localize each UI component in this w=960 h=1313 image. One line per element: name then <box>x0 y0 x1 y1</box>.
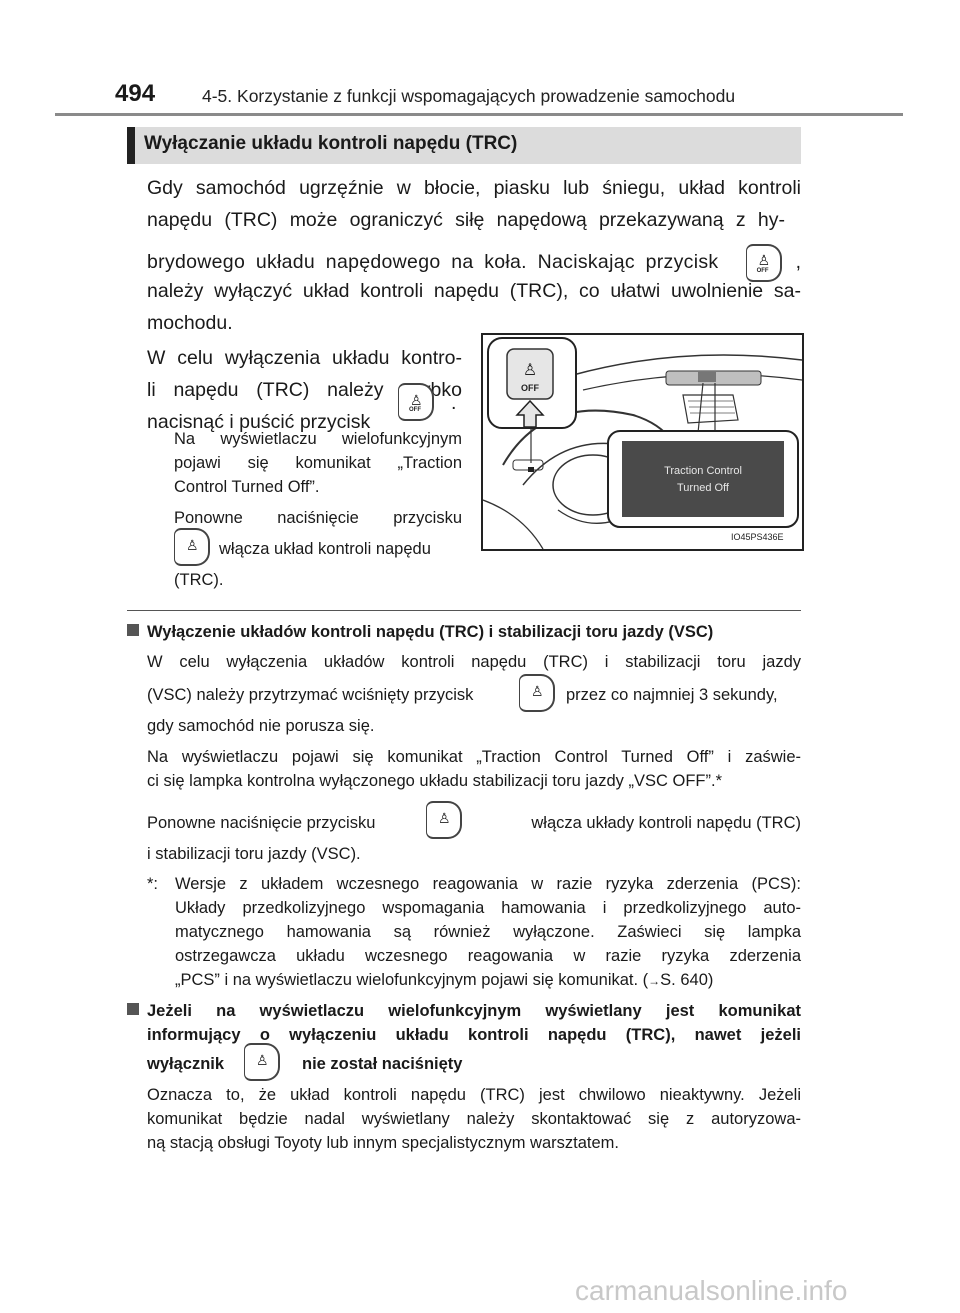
sub1-p2-line-2: ci się lampka kontrolna wyłączonego ukła… <box>147 772 722 790</box>
sub1-p3-button-wrap: ♙ <box>426 801 462 839</box>
trc-off-button-icon: ♙ <box>426 801 462 839</box>
steps-line-3-text: nacisnąć i puścić przycisk <box>147 411 371 434</box>
square-bullet-icon <box>127 1003 139 1015</box>
header-divider <box>55 113 903 116</box>
section-title-marker <box>127 127 135 164</box>
trc-off-button-icon: ♙OFF <box>398 383 434 421</box>
display-message-line-1: Traction Control <box>664 465 742 477</box>
dashboard-illustration: ♙ OFF Traction Control Turned Off <box>481 333 804 551</box>
intro-line-3: brydowego układu napędowego na koła. Nac… <box>147 244 801 282</box>
trc-off-button-icon: ♙ <box>519 674 555 712</box>
display-message-line-2: Turned Off <box>677 482 730 494</box>
page-reference-link[interactable]: S. 640) <box>660 971 714 989</box>
sub1-p3-line-1b: włącza układy kontroli napędu (TRC) <box>531 814 801 832</box>
footnote-line-1: Wersje z układem wczesnego reagowania w … <box>175 875 801 893</box>
intro-line-5: mochodu. <box>147 312 233 334</box>
svg-text:♙: ♙ <box>523 360 537 379</box>
footnote-line-3: matycznego hamowania są również wyłączon… <box>175 923 801 941</box>
square-bullet-icon <box>127 624 139 636</box>
steps-line-3-period: . <box>451 392 457 414</box>
illustration-code: IO45PS436E <box>731 532 784 542</box>
sub2-p-line-1: Oznacza to, że układ kontroli napędu (TR… <box>147 1086 801 1104</box>
section-divider <box>127 610 801 611</box>
trc-off-button-icon: ♙ <box>174 528 210 566</box>
sub1-p1-line-2a: (VSC) należy przytrzymać wciśnięty przyc… <box>147 686 474 704</box>
sub1-p1-line-1: W celu wyłączenia układów kontroli napęd… <box>147 653 801 671</box>
dashboard-drawing: ♙ OFF Traction Control Turned Off <box>483 337 802 549</box>
sub1-p1-line-2b: przez co najmniej 3 sekundy, <box>566 686 778 704</box>
steps-again-3: (TRC). <box>174 571 224 589</box>
sub1-p1-line-3: gdy samochód nie porusza się. <box>147 717 375 735</box>
intro-line-3-text: brydowego układu napędowego na koła. Nac… <box>147 251 719 274</box>
steps-again-2: włącza układ kontroli napędu <box>219 540 431 558</box>
arrow-right-icon: → <box>648 974 661 988</box>
section-title: Wyłączanie układu kontroli napędu (TRC) <box>144 133 518 154</box>
sub2-title-line-3a: wyłącznik <box>147 1055 225 1073</box>
steps-line-2: li napędu (TRC) należy szybko <box>147 379 462 401</box>
footnote-line-5: „PCS” i na wyświetlaczu wielofunkcyjnym … <box>175 972 713 989</box>
intro-line-3-comma: , <box>795 251 801 274</box>
sub2-button-wrap: ♙ <box>244 1043 280 1081</box>
sub2-title-line-1: Jeżeli na wyświetlaczu wielofunkcyjnym w… <box>147 1002 801 1020</box>
steps-line-1: W celu wyłączenia układu kontro- <box>147 347 462 369</box>
steps-again-1: Ponowne naciśnięcie przycisku <box>174 509 462 527</box>
footnote-line-2: Układy przedkolizyjnego wspomagania hamo… <box>175 899 801 917</box>
footnote-line-5-text: „PCS” i na wyświetlaczu wielofunkcyjnym … <box>175 971 649 989</box>
sub1-button-wrap: ♙ <box>519 674 555 712</box>
trc-off-button-icon: ♙OFF <box>745 244 782 282</box>
steps-note-3: Control Turned Off”. <box>174 478 320 496</box>
sub2-title-line-1-wrap <box>127 1003 147 1020</box>
sub2-p-line-2: komunikat będzie nadal wyświetlany należ… <box>147 1110 801 1128</box>
steps-button-wrap: ♙OFF <box>398 383 434 421</box>
sub2-p-line-3: ną stacją obsługi Toyoty lub innym specj… <box>147 1134 619 1152</box>
steps-note-1: Na wyświetlaczu wielofunkcyjnym <box>174 430 462 448</box>
chapter-title: 4-5. Korzystanie z funkcji wspomagającyc… <box>202 86 736 106</box>
intro-line-1: Gdy samochód ugrzęźnie w błocie, piasku … <box>147 177 801 199</box>
sub1-p2-line-1: Na wyświetlaczu pojawi się komunikat „Tr… <box>147 748 801 766</box>
footnote-mark: *: <box>147 875 159 893</box>
subsection-1-title: Wyłączenie układów kontroli napędu (TRC)… <box>127 624 713 641</box>
callout-off-label: OFF <box>521 383 539 393</box>
footnote-line-4: ostrzegawcza układu wczesnego reagowania… <box>175 947 801 965</box>
sub1-p3-line-2: i stabilizacji toru jazdy (VSC). <box>147 845 361 863</box>
sub2-title-line-3b: nie został naciśnięty <box>302 1055 463 1073</box>
subsection-1-title-text: Wyłączenie układów kontroli napędu (TRC)… <box>147 623 714 641</box>
section-title-bar <box>127 127 801 164</box>
steps-line-3: nacisnąć i puścić przycisk <box>147 390 370 432</box>
trc-off-button-icon: ♙ <box>244 1043 280 1081</box>
steps-again-button-wrap: ♙ <box>174 528 210 566</box>
steps-note-2: pojawi się komunikat „Traction <box>174 454 462 472</box>
page-number: 494 <box>115 80 156 107</box>
sub2-title-line-2: informujący o wyłączeniu układu kontroli… <box>147 1026 801 1044</box>
intro-line-2: napędu (TRC) może ograniczyć siłę napędo… <box>147 209 785 231</box>
intro-line-4: należy wyłączyć układ kontroli napędu (T… <box>147 280 801 302</box>
sub1-p3-line-1a: Ponowne naciśnięcie przycisku <box>147 814 376 832</box>
watermark: carmanualsonline.info <box>575 1275 848 1306</box>
